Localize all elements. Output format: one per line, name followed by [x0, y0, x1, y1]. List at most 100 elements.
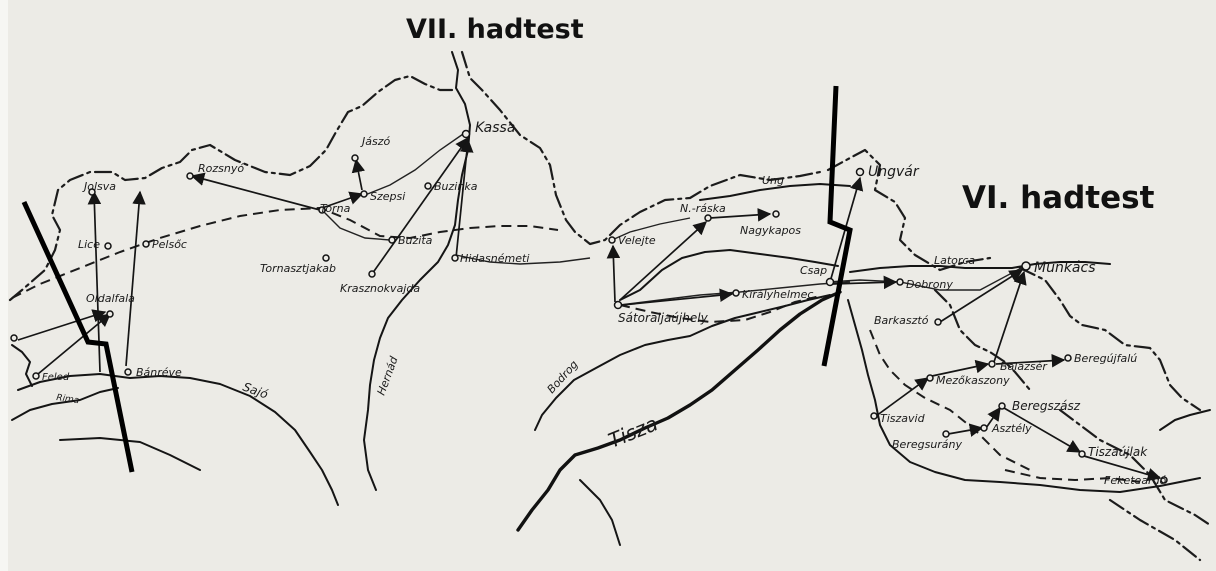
town-labels: Kassa Jászó Rozsnyó Jolsva Lice Pelsőc O… [42, 120, 1167, 487]
arrow-balazser-munkacs [993, 270, 1027, 363]
node-munkacs [1021, 261, 1031, 271]
corps-label-vi: VI. hadtest [962, 180, 1155, 216]
label-ungvar: Ungvár [868, 164, 920, 180]
page-edge [0, 0, 8, 571]
label-beregszasz: Beregszász [1012, 399, 1081, 413]
label-torna: Torna [320, 202, 351, 215]
node-feketeardo [1160, 476, 1168, 484]
label-dobrony: Dobrony [906, 278, 953, 291]
label-jolsva: Jolsva [82, 180, 116, 193]
frontline-vi-ung [821, 85, 853, 367]
arrow-west-in [17, 309, 107, 341]
node-dobrony [896, 278, 904, 286]
rail-velejte [611, 217, 691, 241]
node-kassa [461, 129, 471, 139]
arrow-tiszavid-mezokaszony [875, 377, 930, 417]
line-tiszavid [869, 329, 1031, 471]
line-satoralja-east [619, 295, 821, 324]
node-pelsoc [142, 240, 150, 248]
node-asztely [980, 424, 988, 432]
arrow-banreve-pelsoc [125, 190, 146, 367]
label-feketeardo: Feketeardó [1104, 474, 1167, 487]
arrow-hidas-kassa [455, 138, 474, 259]
label-tiszaujlak: Tiszaújlak [1088, 445, 1148, 459]
node-tornaszt [322, 254, 330, 262]
arrow-beregszasz-tiszaujlak [1003, 407, 1082, 453]
label-tiszavid: Tiszavid [880, 412, 926, 425]
label-buzita: Buzita [398, 234, 433, 247]
label-beregsurany: Beregsurány [892, 438, 963, 451]
river-bodrog [534, 294, 831, 431]
front-lines [21, 85, 853, 473]
label-river-rima: Rima [56, 393, 80, 406]
node-csap [825, 277, 835, 287]
node-tiszaujlak [1078, 450, 1086, 458]
river-rima-branch [11, 344, 33, 387]
label-tornaszt: Tornasztjakab [260, 262, 336, 275]
node-satoralja [613, 300, 623, 310]
node-beregsurany [942, 430, 950, 438]
river-ung [699, 183, 851, 201]
arrow-mezokaszony-balazser [931, 359, 990, 377]
rail-csap-munkacs [827, 265, 1026, 291]
node-torna [318, 206, 326, 214]
arrow-krasznok-kassa [371, 136, 469, 275]
arrow-feled-oldalfala [37, 313, 112, 375]
node-tiszavid [870, 412, 878, 420]
node-nraska [704, 214, 712, 222]
label-mezokaszony: Mezőkaszony [936, 374, 1010, 387]
label-hidas: Hidasnémeti [460, 252, 529, 265]
label-lice: Lice [78, 238, 100, 251]
rail-hidas [455, 254, 591, 265]
node-banreve [124, 368, 132, 376]
label-banreve: Bánréve [136, 366, 182, 379]
node-ungvar [855, 167, 865, 177]
label-barkaszto: Barkasztó [874, 314, 929, 327]
label-csap: Csap [800, 264, 827, 277]
river-latorca [849, 261, 1111, 273]
railways [321, 131, 1026, 306]
rail-satoralja-east [619, 281, 851, 306]
label-asztely: Asztély [991, 422, 1032, 435]
node-buzinka [424, 182, 432, 190]
arrow-csap-dobrony [831, 275, 898, 290]
label-oldalfala: Oldalfala [86, 292, 135, 305]
node-beregszasz [998, 402, 1006, 410]
node-buzita [388, 236, 396, 244]
node-barkaszto [934, 318, 942, 326]
node-oldalfala [106, 310, 114, 318]
node-szepsi [360, 190, 368, 198]
node-feled [32, 372, 40, 380]
arrow-balazser-beregujfalu [995, 353, 1066, 368]
border-north-kassa [460, 50, 822, 246]
arrow-asztely-beregszasz [985, 406, 1001, 429]
node-balazser [988, 360, 996, 368]
node-kiralyhelmec [732, 289, 740, 297]
arrow-tiszaujlak-feketeardo [1083, 455, 1162, 482]
arrow-barkaszto-munkacs [939, 269, 1024, 323]
node-mezokaszony [926, 374, 934, 382]
node-lice [104, 242, 112, 250]
rail-torna-buzita [321, 209, 391, 241]
border-north-west [8, 74, 454, 302]
border-ung [826, 148, 992, 272]
node-west [10, 334, 18, 342]
arrow-satoralja-kiralyhelmec [621, 288, 734, 306]
rail-kassa-szepsi [364, 131, 467, 196]
node-velejte [608, 236, 616, 244]
label-feled: Feled [42, 372, 70, 383]
node-krasznok [368, 270, 376, 278]
river-tisza-south [847, 299, 1201, 493]
river-sajo [17, 373, 339, 506]
label-nagykapos: Nagykapos [740, 224, 801, 237]
label-jaszo: Jászó [360, 135, 390, 148]
label-szepsi: Szepsi [370, 190, 405, 203]
frontline-vii-west [21, 200, 135, 473]
label-buzinka: Buzinka [434, 180, 478, 193]
label-river-ung: Ung [762, 174, 784, 187]
label-pelsoc: Pelsőc [152, 238, 187, 251]
node-jaszo [351, 154, 359, 162]
